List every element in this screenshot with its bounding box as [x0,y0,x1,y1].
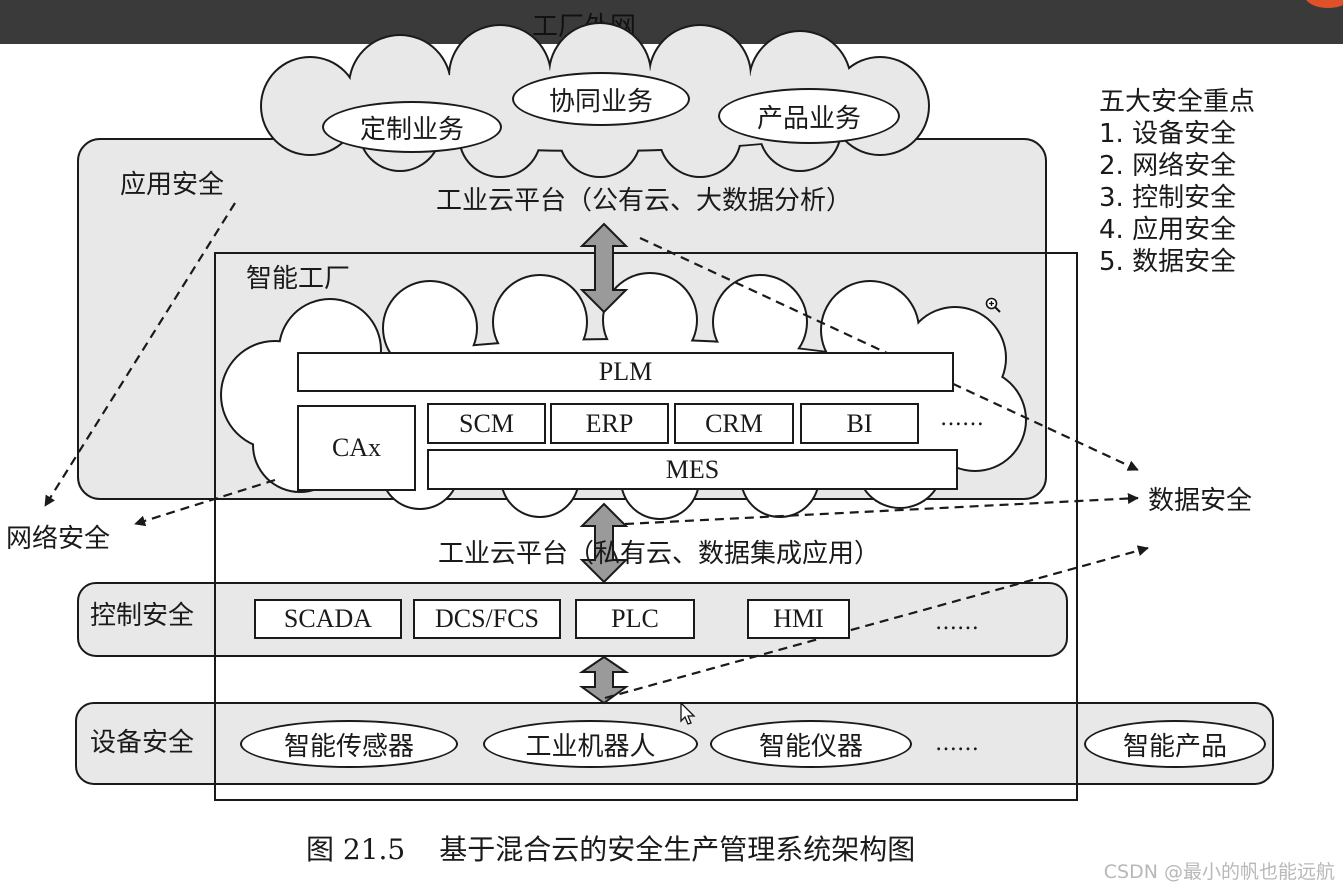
figure-caption: 图 21.5 基于混合云的安全生产管理系统架构图 [306,828,915,868]
systems-ellipsis: …… [940,406,984,431]
device-smart-sensor: 智能传感器 [240,720,458,768]
control-security-panel [77,582,1068,657]
network-security-label: 网络安全 [6,524,111,554]
double-arrow-public-cloud [579,222,629,314]
control-ellipsis: …… [935,610,979,635]
bi-box: BI [800,403,919,444]
key-point-item: 3. 控制安全 [1099,183,1237,213]
mouse-pointer-icon [680,702,696,725]
hmi-box: HMI [747,599,850,639]
brand-logo [1305,0,1343,8]
mes-box: MES [427,449,958,490]
public-platform-label: 工业云平台（公有云、大数据分析） [436,186,853,216]
smart-factory-label: 智能工厂 [246,264,351,294]
double-arrow-private-cloud [579,502,629,584]
device-industrial-robot: 工业机器人 [483,720,698,768]
dashed-arrow-device-to-data [604,545,1149,700]
plm-box: PLM [297,352,954,392]
dashed-arrow-private-to-data [624,493,1139,526]
data-security-label: 数据安全 [1148,486,1253,516]
key-point-item: 5. 数据安全 [1099,247,1237,277]
smart-factory-boundary [214,252,1078,801]
private-platform-label: 工业云平台（私有云、数据集成应用） [438,539,881,569]
watermark: CSDN @最小的帆也能远航 [1103,861,1335,883]
key-point-item: 4. 应用安全 [1099,215,1237,245]
cax-box: CAx [297,405,416,491]
control-security-label: 控制安全 [90,601,195,631]
application-security-label: 应用安全 [120,170,225,200]
scm-box: SCM [427,403,546,444]
key-point-item: 2. 网络安全 [1099,151,1237,181]
key-point-item: 1. 设备安全 [1099,119,1237,149]
service-product: 产品业务 [718,88,900,144]
key-points-title: 五大安全重点 [1099,87,1256,117]
dcs-fcs-box: DCS/FCS [413,599,561,639]
device-security-label: 设备安全 [90,728,195,758]
device-ellipsis: …… [935,731,979,756]
dashed-arrow-factory-to-network [134,478,276,527]
figure-number: 图 21.5 [306,833,406,866]
figure-title: 基于混合云的安全生产管理系统架构图 [439,833,916,866]
device-smart-instrument: 智能仪器 [710,720,912,768]
crm-box: CRM [674,403,794,444]
service-custom: 定制业务 [322,101,502,153]
device-smart-product: 智能产品 [1084,720,1266,768]
zoom-in-icon[interactable] [985,297,1001,313]
erp-box: ERP [550,403,669,444]
scada-box: SCADA [254,599,402,639]
plc-box: PLC [575,599,695,639]
service-collaborative: 协同业务 [512,72,690,126]
double-arrow-device [578,655,630,705]
